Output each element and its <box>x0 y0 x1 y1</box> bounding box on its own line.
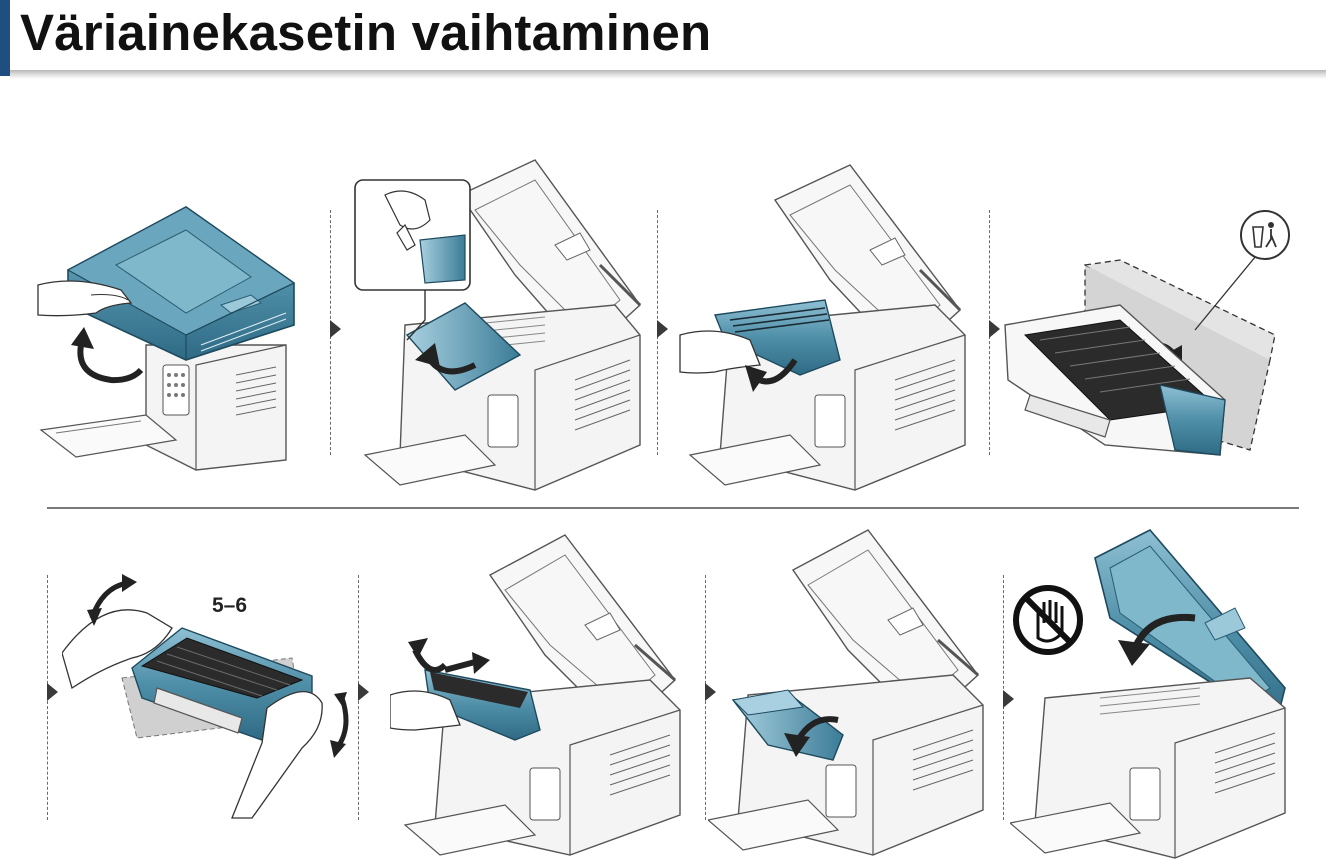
recycle-bin-icon <box>1240 210 1290 260</box>
step-2-printer-open-cover-icon <box>354 159 642 491</box>
step-arrow-icon <box>1003 690 1014 708</box>
step-4-unpack-cartridge-icon <box>1004 210 1290 456</box>
title-underline <box>10 70 1326 79</box>
step-6-insert-cartridge-icon <box>390 534 681 856</box>
step-arrow-icon <box>358 683 369 701</box>
step-arrow-icon <box>989 320 1000 338</box>
step-1-printer-open-scanner-icon <box>37 206 296 471</box>
step-3-remove-cartridge-icon <box>679 164 966 491</box>
step-7-close-cover-icon <box>708 529 984 856</box>
step-arrow-icon <box>330 320 341 338</box>
step-arrow-icon <box>47 683 58 701</box>
step-5-shake-cartridge-icon: 5–6 <box>62 574 349 819</box>
page-title: Väriainekasetin vaihtaminen <box>20 4 712 61</box>
title-accent-bar <box>0 0 10 76</box>
row-divider <box>47 507 1299 509</box>
step-arrow-icon <box>705 683 716 701</box>
no-hand-icon <box>1013 585 1083 655</box>
step-arrow-icon <box>657 320 668 338</box>
step-8-close-scanner-icon <box>1010 529 1286 859</box>
shake-count-label: 5–6 <box>212 594 247 617</box>
